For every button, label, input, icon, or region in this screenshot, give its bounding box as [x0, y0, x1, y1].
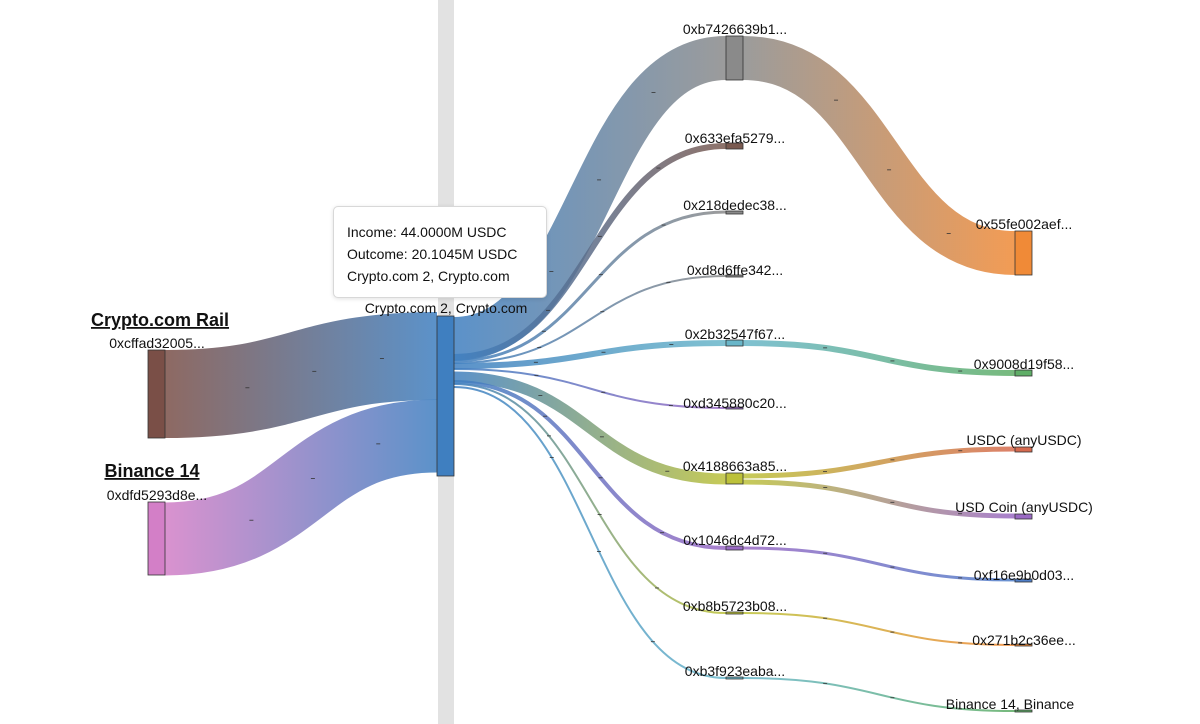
node-labels: 0xcffad32005... 0xdfd5293d8e... Crypto.com… — [107, 21, 1093, 712]
node-label-218d: 0x218dedec38... — [683, 197, 787, 213]
node-271b[interactable] — [1014, 643, 1033, 647]
node-bin14[interactable] — [1014, 709, 1033, 713]
flow-nodes — [147, 35, 1033, 713]
flow-link-4188-usdc[interactable] — [742, 446, 1016, 479]
tooltip-entity: Crypto.com 2, Crypto.com — [347, 268, 510, 284]
node-label-b3f9: 0xb3f923eaba... — [685, 663, 785, 679]
node-label-usdcoin: USD Coin (anyUSDC) — [955, 499, 1093, 515]
node-label-4188: 0x4188663a85... — [683, 458, 787, 474]
node-usdcoin[interactable] — [1014, 513, 1033, 520]
flow-link-hub-218d[interactable] — [453, 210, 727, 363]
node-55fe[interactable] — [1014, 230, 1033, 276]
node-d8d6[interactable] — [725, 274, 744, 278]
flow-link-hub-b742[interactable] — [452, 36, 728, 361]
node-label-rail: 0xcffad32005... — [109, 335, 204, 351]
node-b3f9[interactable] — [725, 676, 744, 680]
node-usdc[interactable] — [1014, 446, 1033, 453]
flow-link-b742-55fe[interactable] — [741, 36, 1017, 275]
flow-link-hub-b8b5[interactable] — [453, 383, 727, 614]
node-label-b742: 0xb7426639b1... — [683, 21, 787, 37]
node-1046[interactable] — [725, 545, 744, 551]
flow-link-4188-usdcoin[interactable] — [742, 479, 1016, 519]
node-2b32[interactable] — [725, 339, 744, 347]
flow-link-b3f9-bin14[interactable] — [742, 677, 1016, 712]
node-label-b8b5: 0xb8b5723b08... — [683, 598, 787, 614]
flow-link-hub-633e[interactable] — [453, 143, 727, 360]
node-9008[interactable] — [1014, 369, 1033, 377]
flow-link-rail-hub[interactable] — [164, 312, 438, 438]
node-b742[interactable] — [725, 35, 744, 81]
node-label-633e: 0x633efa5279... — [685, 130, 785, 146]
node-label-9008: 0x9008d19f58... — [974, 356, 1074, 372]
flow-link-hub-2b32[interactable] — [453, 340, 727, 369]
node-label-f16e: 0xf16e9b0d03... — [974, 567, 1074, 583]
flow-link-hub-1046[interactable] — [453, 380, 727, 550]
flow-links — [163, 36, 1017, 712]
node-rail[interactable] — [147, 349, 166, 439]
node-label-d8d6: 0xd8d6ffe342... — [687, 262, 783, 278]
node-hub[interactable] — [436, 315, 455, 477]
flow-link-2b32-9008[interactable] — [742, 340, 1016, 376]
node-label-hub: Crypto.com 2, Crypto.com — [365, 300, 528, 316]
flow-link-hub-b3f9[interactable] — [453, 386, 727, 679]
flow-link-b8b5-271b[interactable] — [742, 612, 1016, 646]
flow-link-hub-d345[interactable] — [453, 368, 727, 409]
node-label-usdc: USDC (anyUSDC) — [966, 432, 1081, 448]
node-label-binance: 0xdfd5293d8e... — [107, 487, 207, 503]
entity-label-rail[interactable]: Crypto.com Rail — [91, 310, 229, 330]
node-label-1046: 0x1046dc4d72... — [683, 532, 787, 548]
node-label-2b32: 0x2b32547f67... — [685, 326, 785, 342]
flow-link-1046-f16e[interactable] — [742, 546, 1016, 582]
node-label-55fe: 0x55fe002aef... — [976, 216, 1073, 232]
node-218d[interactable] — [725, 210, 744, 215]
node-4188[interactable] — [725, 472, 744, 485]
node-binance[interactable] — [147, 501, 166, 576]
flow-link-binance-hub[interactable] — [163, 399, 439, 576]
node-633e[interactable] — [725, 142, 744, 150]
node-f16e[interactable] — [1014, 578, 1033, 583]
node-label-271b: 0x271b2c36ee... — [972, 632, 1076, 648]
node-b8b5[interactable] — [725, 611, 744, 615]
tooltip-income: Income: 44.0000M USDC — [347, 224, 507, 240]
node-label-d345: 0xd345880c20... — [683, 395, 787, 411]
flow-link-hub-d8d6[interactable] — [453, 275, 727, 364]
node-d345[interactable] — [725, 406, 744, 410]
hub-tooltip: Income: 44.0000M USDC Outcome: 20.1045M … — [333, 206, 547, 298]
node-label-bin14: Binance 14, Binance — [946, 696, 1075, 712]
entity-label-binance[interactable]: Binance 14 — [104, 461, 199, 481]
flow-link-hub-4188[interactable] — [453, 371, 727, 485]
tooltip-outcome: Outcome: 20.1045M USDC — [347, 246, 518, 262]
